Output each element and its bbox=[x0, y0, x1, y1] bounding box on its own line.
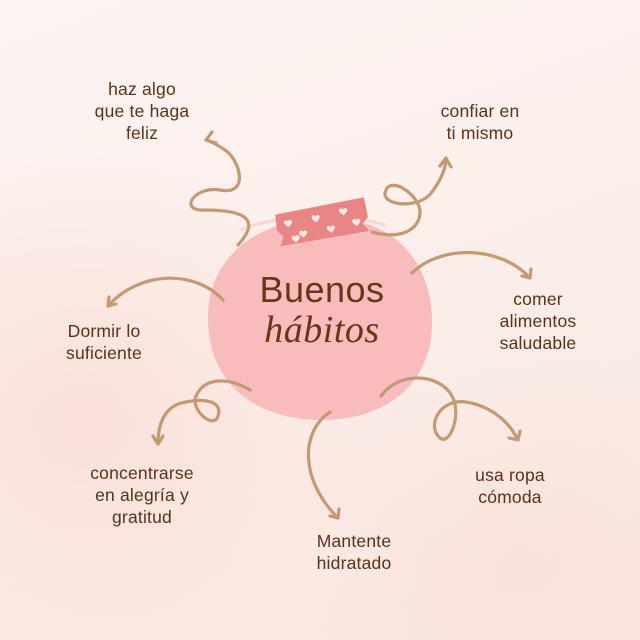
arrow-trust-curly-arrow-icon bbox=[370, 156, 453, 237]
habit-label-sleep: Dormir lo suficiente bbox=[66, 321, 142, 363]
arrow-hydrate-curly-arrow-icon bbox=[306, 410, 341, 520]
arrow-gratitude-curly-arrow-icon bbox=[151, 379, 252, 446]
habit-label-clothes: usa ropa cómoda bbox=[475, 465, 545, 507]
arrow-happy-curly-arrow-icon bbox=[189, 130, 251, 247]
arrow-clothes-curly-arrow-icon bbox=[379, 376, 522, 442]
arrow-sleep-curly-arrow-icon bbox=[106, 276, 225, 308]
title-line-2: hábitos bbox=[264, 309, 380, 351]
habit-label-eat: comer alimentos saludable bbox=[499, 289, 577, 353]
habit-label-hydrate: Mantente hidratado bbox=[316, 531, 392, 573]
arrow-eat-curly-arrow-icon bbox=[410, 251, 533, 280]
habit-label-gratitude: concentrarse en alegría y gratitud bbox=[90, 463, 194, 527]
washi-tape-hearts-icon bbox=[275, 197, 370, 247]
diagram-title: Buenos hábitos bbox=[222, 269, 422, 351]
habit-label-trust: confiar en ti mismo bbox=[440, 101, 520, 143]
habit-label-happy: haz algo que te haga feliz bbox=[94, 79, 190, 143]
title-line-1: Buenos bbox=[259, 269, 385, 310]
